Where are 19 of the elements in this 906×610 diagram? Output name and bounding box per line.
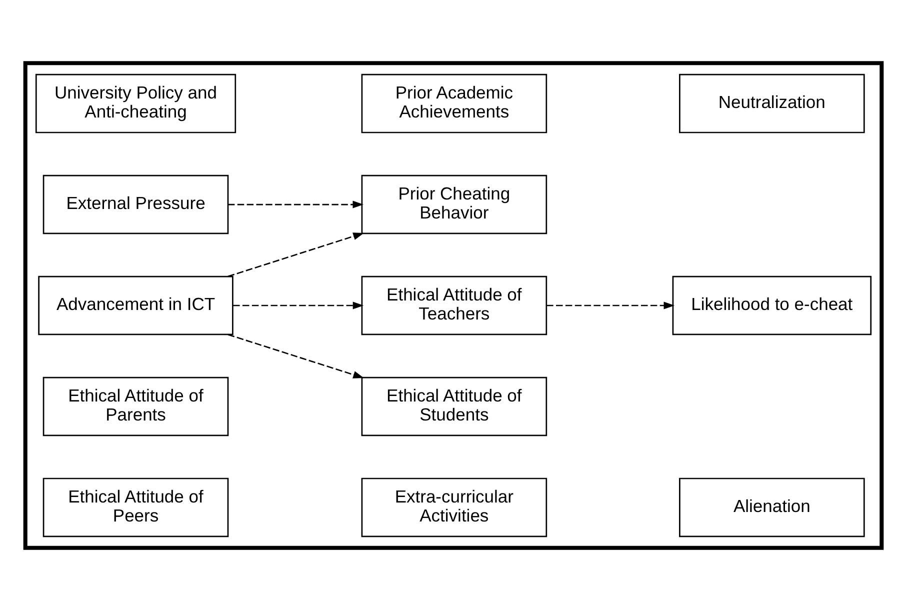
node-box: Ethical Attitude of Parents [42,376,228,436]
node-box: Ethical Attitude of Peers [42,477,228,537]
node-box: Extra-curricular Activities [360,477,547,537]
node-box: Advancement in ICT [38,275,233,335]
arrow [227,232,364,277]
node-box: External Pressure [42,174,228,234]
node-box: Ethical Attitude of Teachers [360,275,547,335]
arrow [227,333,364,378]
arrow [546,301,674,309]
cluster [22,60,884,550]
node-box: Prior Cheating Behavior [360,174,547,234]
node-box: Likelihood to e-cheat [672,275,872,335]
node-box: Prior Academic Achievements [360,73,547,133]
arrow [232,301,364,309]
arrow [228,200,363,208]
node-box: Ethical Attitude of Students [360,376,547,436]
node-box: Neutralization [678,73,864,133]
node-box: University Policy and Anti-cheating [34,73,236,133]
node-box: Alienation [678,477,864,537]
